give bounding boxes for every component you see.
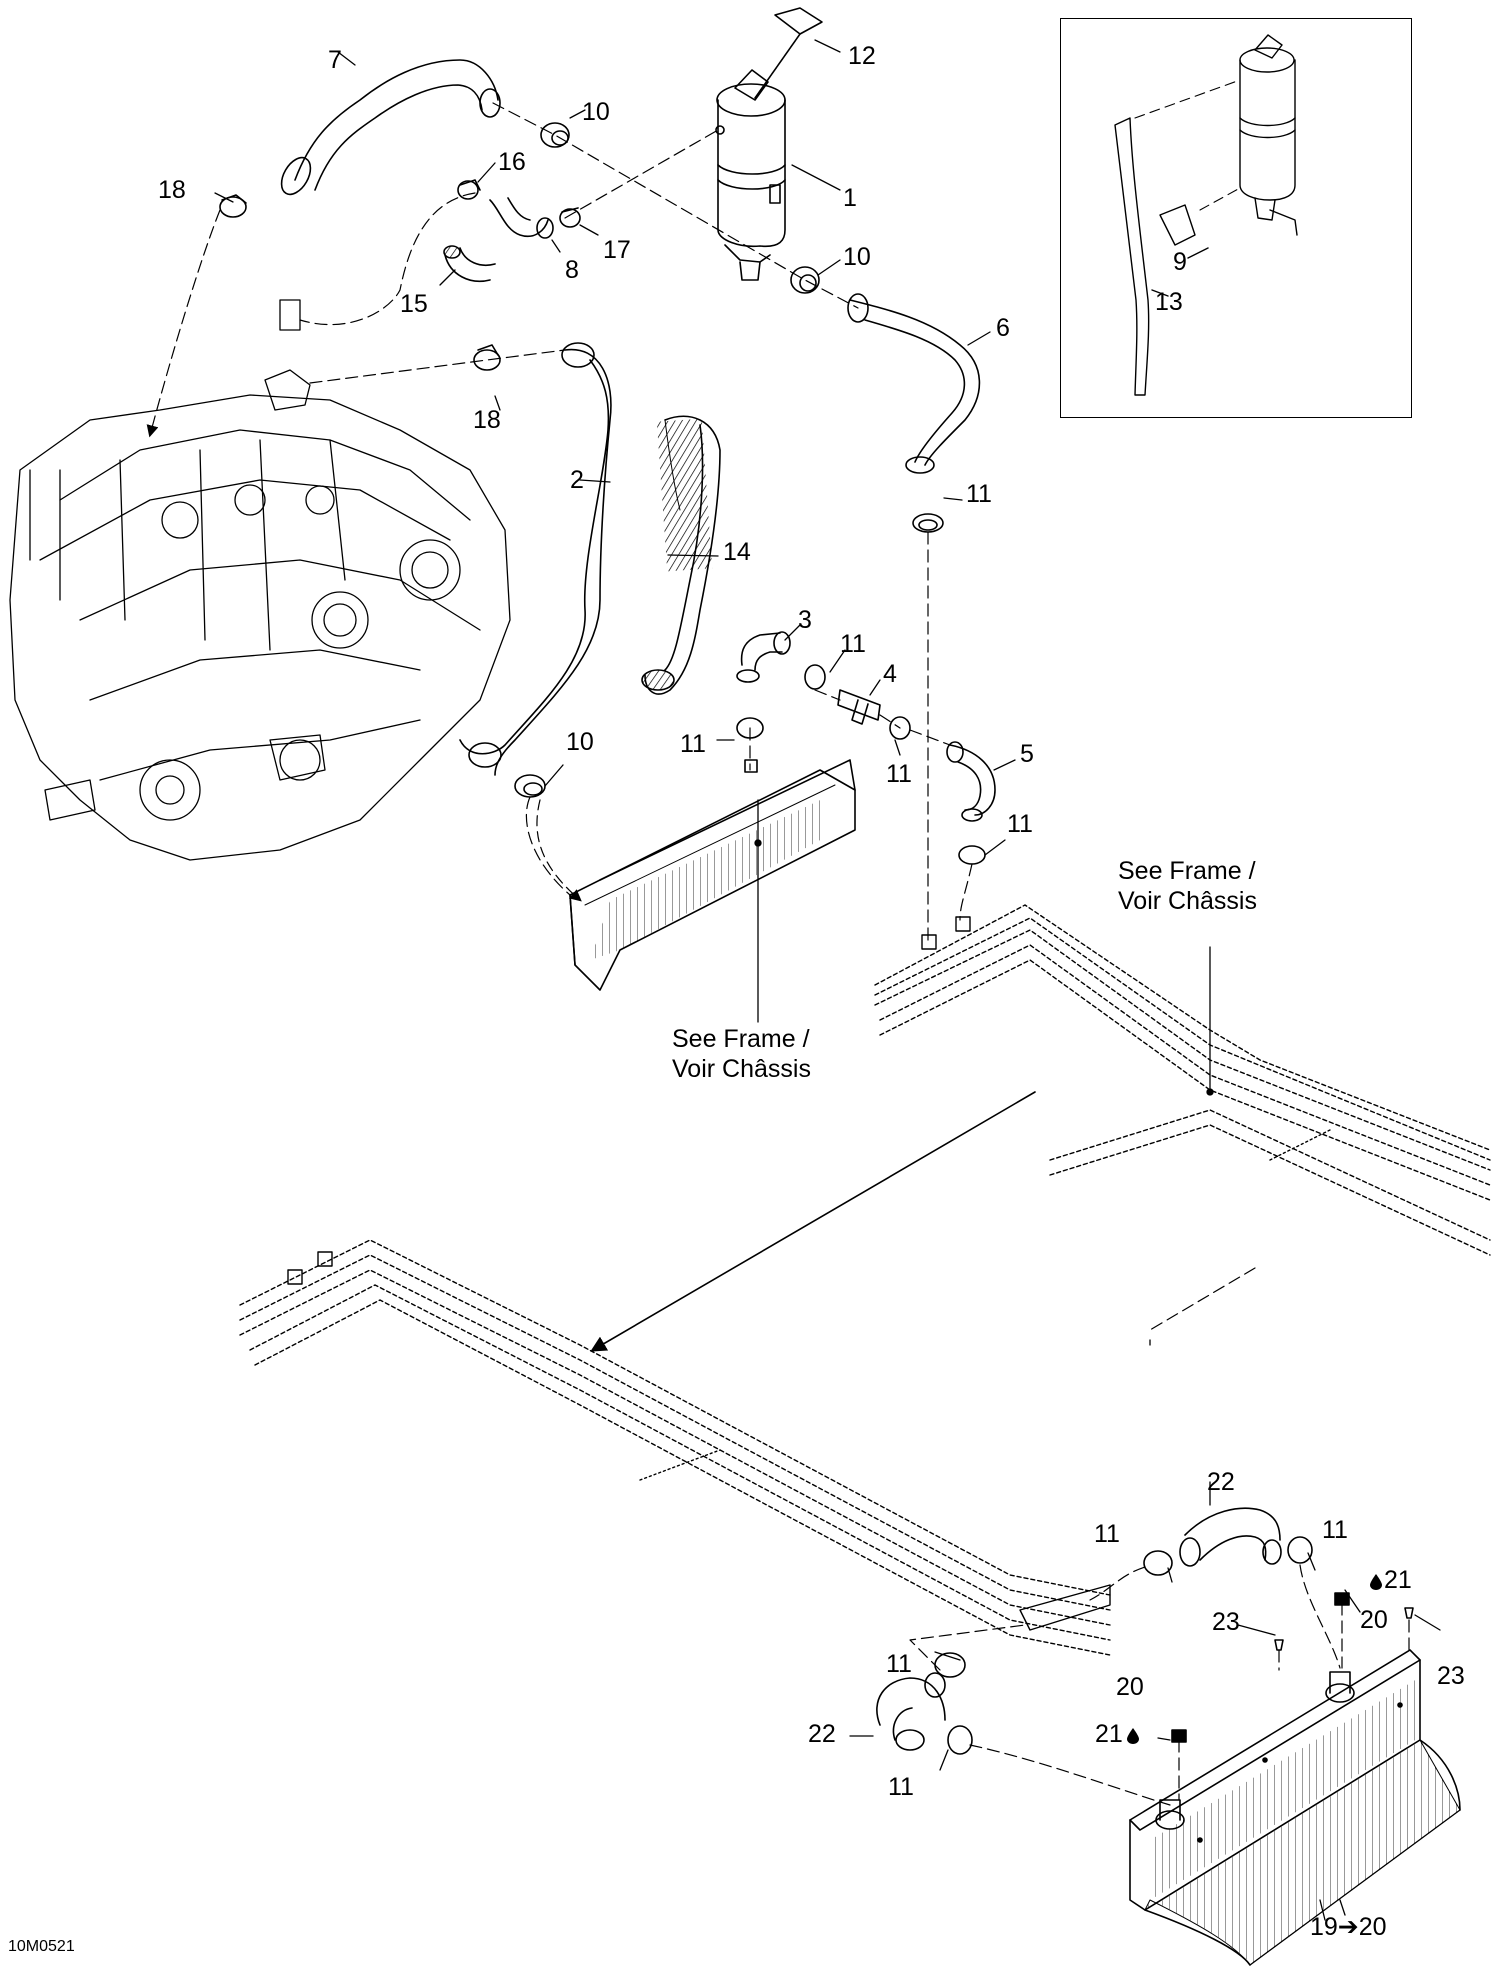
callout-8: 8 — [565, 256, 579, 284]
callout-17: 17 — [603, 236, 631, 264]
clamp-11-a — [912, 513, 944, 533]
callout-11: 11 — [886, 760, 912, 788]
clamp-16 — [457, 179, 481, 200]
elbow-3 — [736, 631, 791, 683]
corrugated-hose-14 — [641, 415, 721, 695]
leader-lines — [299, 102, 1410, 1806]
coolant-reservoir-1 — [715, 69, 786, 281]
screw-23-b — [1404, 1607, 1414, 1619]
callout-10: 10 — [566, 728, 594, 756]
see-frame-note-center: See Frame / Voir Châssis — [672, 1024, 811, 1084]
callout-4: 4 — [883, 660, 897, 688]
callout-11: 11 — [1322, 1516, 1348, 1544]
callout-19-20: 19➔20 — [1310, 1913, 1387, 1941]
callout-15: 15 — [400, 290, 428, 318]
heat-exchanger-center — [569, 759, 856, 991]
callout-23: 23 — [1212, 1608, 1240, 1636]
heat-exchanger-rear — [1129, 1649, 1461, 1966]
clamp-18-center — [473, 344, 501, 371]
clamp-11-e — [958, 845, 986, 865]
inset-detail — [1114, 34, 1298, 396]
clamp-11-g — [1287, 1536, 1313, 1564]
callout-20: 20 — [1116, 1673, 1144, 1701]
oil-drop-icon — [1126, 1728, 1139, 1744]
callout-leaders — [214, 39, 1441, 1921]
leader-hx-center — [536, 799, 582, 902]
callout-2: 2 — [570, 466, 584, 494]
callout-21-label: 21 — [1095, 1720, 1123, 1748]
connector-arrow — [590, 1091, 1036, 1352]
tunnel-upper — [874, 904, 1491, 1256]
oil-drop-icon — [1370, 1574, 1382, 1590]
hose-8 — [489, 197, 554, 239]
callout-13: 13 — [1155, 288, 1183, 316]
callout-22: 22 — [1207, 1468, 1235, 1496]
engine-block — [9, 299, 511, 861]
hose-22-lower — [876, 1672, 946, 1751]
tunnel-lower — [239, 1239, 1111, 1656]
hose-2 — [459, 342, 612, 776]
callout-7: 7 — [328, 46, 342, 74]
callout-11: 11 — [680, 730, 706, 758]
callout-18: 18 — [158, 176, 186, 204]
see-frame-line-1: See Frame / — [1118, 857, 1256, 885]
callout-23: 23 — [1437, 1662, 1465, 1690]
drawing-code: 10M0521 — [8, 1938, 75, 1955]
t-fitting-4 — [837, 689, 881, 725]
see-frame-line-1: See Frame / — [672, 1025, 810, 1053]
clamp-10-top — [540, 122, 570, 148]
callout-16: 16 — [498, 148, 526, 176]
inset-frame — [1060, 18, 1412, 418]
clamp-11-c — [889, 716, 911, 740]
voir-chassis-line-2: Voir Châssis — [1118, 887, 1257, 915]
see-frame-note-right: See Frame / Voir Châssis — [1118, 856, 1257, 916]
callout-5: 5 — [1020, 740, 1034, 768]
clamp-18-left — [219, 194, 247, 218]
clamp-17 — [559, 207, 581, 228]
callout-10: 10 — [582, 98, 610, 126]
hose-15 — [443, 245, 496, 282]
callout-21-label: 21 — [1384, 1566, 1412, 1594]
callout-21: 21 — [1095, 1722, 1141, 1747]
hose-22-upper — [1179, 1507, 1282, 1567]
screw-23-a — [1274, 1639, 1284, 1651]
callout-1: 1 — [843, 184, 857, 212]
callout-18: 18 — [473, 406, 501, 434]
callout-10: 10 — [843, 243, 871, 271]
callout-11: 11 — [966, 480, 992, 508]
callout-11: 11 — [1007, 810, 1033, 838]
clamp-11-f — [1143, 1550, 1173, 1576]
callout-12: 12 — [848, 42, 876, 70]
clamp-10-low — [514, 774, 546, 798]
callout-9: 9 — [1173, 248, 1187, 276]
callout-11: 11 — [840, 630, 866, 658]
callout-14: 14 — [723, 538, 751, 566]
clamp-10-mid — [790, 266, 820, 294]
leader-18-engine — [146, 209, 221, 438]
callout-6: 6 — [996, 314, 1010, 342]
callout-11: 11 — [886, 1650, 912, 1678]
hose-5 — [946, 741, 996, 822]
callout-11: 11 — [888, 1773, 914, 1801]
clamp-11-b — [804, 664, 826, 690]
reservoir-cap-12 — [754, 7, 823, 99]
callout-11: 11 — [1094, 1520, 1120, 1548]
voir-chassis-line-2: Voir Châssis — [672, 1055, 811, 1083]
clamp-11-i — [947, 1725, 973, 1755]
hose-7 — [280, 59, 501, 196]
callout-20: 20 — [1360, 1606, 1388, 1634]
callout-3: 3 — [798, 606, 812, 634]
callout-21: 21 — [1370, 1568, 1412, 1593]
callout-22: 22 — [808, 1720, 836, 1748]
hose-6 — [847, 293, 981, 474]
